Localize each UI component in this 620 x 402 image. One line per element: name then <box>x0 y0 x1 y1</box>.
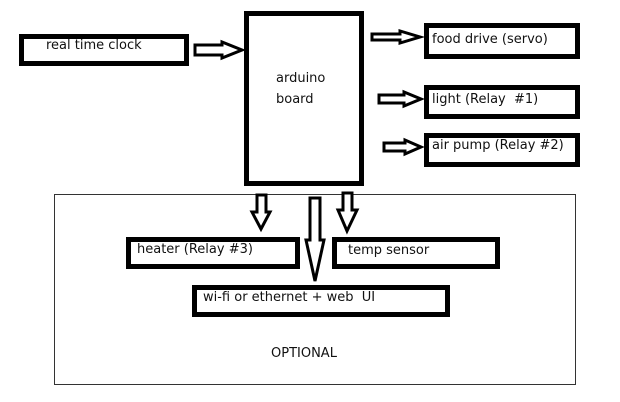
heater-label: heater (Relay #3) <box>137 242 253 257</box>
temp-sensor-block <box>332 237 500 269</box>
optional-group <box>54 194 576 385</box>
arrow-to-temp-sensor <box>335 191 360 235</box>
arrow-to-light <box>377 89 425 109</box>
rtc-block <box>19 34 189 66</box>
rtc-label: real time clock <box>46 38 142 53</box>
arduino-label-line2: board <box>276 92 314 107</box>
arrow-to-wifi <box>304 196 326 282</box>
light-block <box>424 85 580 119</box>
arrow-to-air-pump <box>382 137 425 157</box>
arrow-rtc-to-arduino <box>193 39 247 61</box>
optional-label: OPTIONAL <box>271 346 337 361</box>
air-pump-label: air pump (Relay #2) <box>432 138 564 153</box>
wifi-label: wi-fi or ethernet + web UI <box>203 290 376 305</box>
food-drive-block <box>424 23 580 59</box>
heater-block <box>126 237 300 269</box>
arduino-block <box>244 11 364 186</box>
air-pump-block <box>424 133 580 167</box>
wifi-block <box>192 285 450 317</box>
light-label: light (Relay #1) <box>432 92 539 107</box>
food-drive-label: food drive (servo) <box>432 32 548 47</box>
arrow-to-food-drive <box>370 28 426 46</box>
arduino-label-line1: arduino <box>276 71 326 86</box>
arrow-to-heater <box>249 193 273 233</box>
temp-sensor-label: temp sensor <box>348 243 430 258</box>
